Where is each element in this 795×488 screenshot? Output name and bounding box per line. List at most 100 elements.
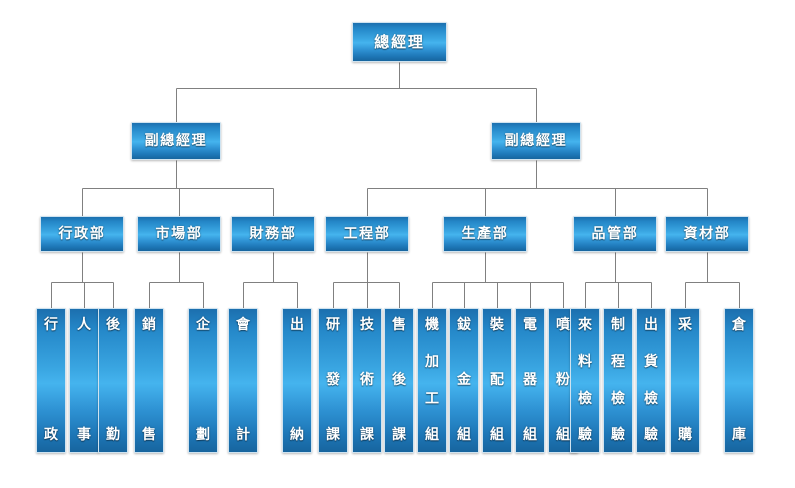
node-label-char: 鈸 [457,317,471,333]
node-label-char: 粉 [556,372,570,389]
node-u-rd[interactable]: 研發課 [318,308,348,453]
node-label-char: 程 [611,353,625,370]
node-label: 出納 [283,318,311,443]
node-label-char: 組 [556,427,570,444]
node-u-cashier[interactable]: 出納 [282,308,312,453]
node-label: 副總經理 [504,133,568,149]
node-label-char: 售 [392,317,406,333]
node-label-char: 研 [326,317,340,333]
node-label: 生產部 [461,226,509,242]
node-label: 總經理 [374,32,425,51]
node-label-char: 購 [678,427,692,444]
node-dept-admin[interactable]: 行政部 [40,216,124,252]
node-label: 行政 [37,318,65,443]
node-label-char: 加 [425,353,439,370]
node-u-service[interactable]: 售後課 [384,308,414,453]
node-label-char: 會 [236,317,250,333]
node-dept-quality[interactable]: 品管部 [573,216,657,252]
node-label-char: 劃 [196,427,210,444]
node-label-char: 事 [77,427,91,444]
node-label-char: 課 [360,427,374,444]
node-label: 裝配組 [483,318,511,443]
node-label: 采購 [671,318,699,443]
node-label-char: 倉 [732,317,746,333]
node-label-char: 組 [457,427,471,444]
node-label: 企劃 [189,318,217,443]
node-label-char: 驗 [644,427,658,444]
node-label: 機加工組 [418,318,446,443]
node-label-char: 工 [425,390,439,407]
node-u-hr[interactable]: 人事 [69,308,99,453]
node-u-electric[interactable]: 電器組 [515,308,545,453]
node-label: 銷售 [135,318,163,443]
node-label-char: 課 [326,427,340,444]
node-label-char: 組 [490,427,504,444]
node-label: 副總經理 [144,133,208,149]
node-label-char: 金 [457,372,471,389]
node-label: 來料檢驗 [571,318,599,443]
node-u-sales[interactable]: 銷售 [134,308,164,453]
node-u-admin[interactable]: 行政 [36,308,66,453]
node-label-char: 術 [360,372,374,389]
node-label-char: 組 [425,427,439,444]
node-label: 噴粉組 [549,318,577,443]
node-label: 品管部 [591,226,639,242]
node-label-char: 裝 [490,317,504,333]
node-label: 人事 [70,318,98,443]
node-label: 制程檢驗 [604,318,632,443]
node-vp-right[interactable]: 副總經理 [491,122,581,160]
node-u-purchase[interactable]: 采購 [670,308,700,453]
node-general-manager[interactable]: 總經理 [352,22,447,62]
node-label-char: 采 [678,317,692,333]
node-label-char: 料 [578,353,592,370]
node-label-char: 出 [290,317,304,333]
node-label-char: 檢 [611,390,625,407]
node-label-char: 技 [360,317,374,333]
node-label-char: 後 [106,317,120,333]
node-vp-left[interactable]: 副總經理 [131,122,221,160]
node-label-char: 出 [644,317,658,333]
node-dept-finance[interactable]: 財務部 [231,216,315,252]
node-label-char: 庫 [732,427,746,444]
node-u-sheet[interactable]: 鈸金組 [449,308,479,453]
node-label-char: 行 [44,317,58,333]
node-label: 鈸金組 [450,318,478,443]
node-u-account[interactable]: 會計 [228,308,258,453]
node-dept-market[interactable]: 市場部 [137,216,221,252]
node-u-iqc[interactable]: 來料檢驗 [570,308,600,453]
node-u-warehouse[interactable]: 倉庫 [724,308,754,453]
node-u-ipqc[interactable]: 制程檢驗 [603,308,633,453]
node-label-char: 人 [77,317,91,333]
node-u-planning[interactable]: 企劃 [188,308,218,453]
node-label-char: 勤 [106,427,120,444]
node-label-char: 組 [523,427,537,444]
node-label-char: 後 [392,372,406,389]
node-label: 後勤 [99,318,127,443]
node-label-char: 檢 [644,390,658,407]
node-label-char: 納 [290,427,304,444]
node-dept-production[interactable]: 生產部 [443,216,527,252]
node-label-char: 銷 [142,317,156,333]
node-dept-material[interactable]: 資材部 [665,216,749,252]
node-label-char: 電 [523,317,537,333]
node-u-machine[interactable]: 機加工組 [417,308,447,453]
node-label: 資材部 [683,226,731,242]
node-label-char: 驗 [578,427,592,444]
node-label: 工程部 [343,226,391,242]
node-label-char: 來 [578,317,592,333]
node-label-char: 計 [236,427,250,444]
node-label: 研發課 [319,318,347,443]
node-u-tech[interactable]: 技術課 [352,308,382,453]
node-label-char: 政 [44,427,58,444]
node-dept-engineering[interactable]: 工程部 [325,216,409,252]
node-label: 市場部 [155,226,203,242]
node-label: 倉庫 [725,318,753,443]
node-label-char: 噴 [556,317,570,333]
node-label: 財務部 [249,226,297,242]
node-u-oqc[interactable]: 出貨檢驗 [636,308,666,453]
node-u-assembly[interactable]: 裝配組 [482,308,512,453]
node-u-logistic[interactable]: 後勤 [98,308,128,453]
node-label: 售後課 [385,318,413,443]
node-label-char: 課 [392,427,406,444]
